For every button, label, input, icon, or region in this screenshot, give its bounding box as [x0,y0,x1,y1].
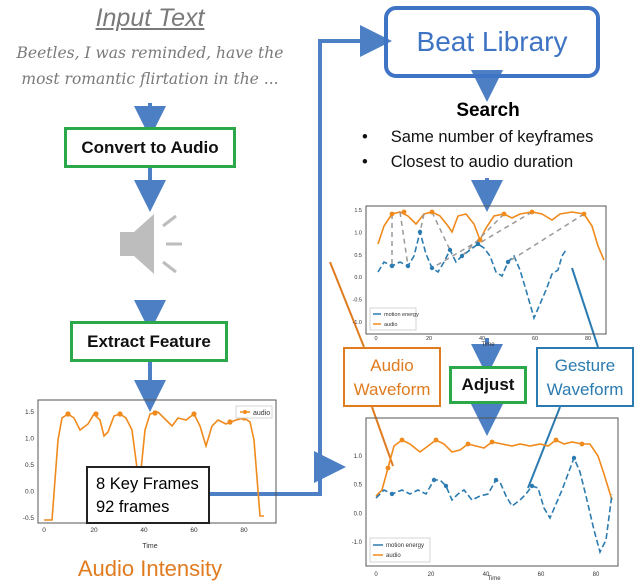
chart3-xlabel: Time [487,576,501,582]
beat-library-label: Beat Library [416,26,568,57]
chart1-audio-line [44,411,264,521]
x-tick-label: 80 [593,572,600,578]
frames-count: 92 frames [96,498,170,516]
chart3-legend-motion: motion energy [386,543,424,549]
extract-feature-box: Extract Feature [70,321,228,362]
input-text-line-2: most romantic flirtation in the ... [21,70,279,88]
chart1-keyframes [65,410,247,473]
beat-library-box: Beat Library [384,6,600,78]
x-tick-label: 40 [479,336,485,342]
search-item-2: • Closest to audio duration [362,153,574,171]
chart2-y-ticks: 1.5 1.0 0.5 0.0 -0.5 -1.0 [353,208,362,326]
search-item-1: • Same number of keyframes [362,128,594,146]
keyframes-box: 8 Key Frames 92 frames [86,466,210,524]
y-tick-label: 1.5 [354,208,362,214]
chart2-legend-motion: motion energy [384,312,419,318]
y-tick-label: 0.5 [25,462,34,469]
y-tick-label: 0.5 [354,483,363,489]
y-tick-label: 1.0 [354,230,362,236]
audio-pointer-line-top [329,261,365,348]
chart2-legend-audio: audio [384,322,397,328]
x-tick-label: 60 [190,527,198,534]
x-tick-label: 20 [428,572,435,578]
audio-intensity-label: Audio Intensity [77,556,223,581]
y-tick-label: 0.5 [354,253,362,259]
search-result-chart: 1.5 1.0 0.5 0.0 -0.5 -1.0 0 20 40 60 80 motion en… [353,205,607,348]
chart2-legend [369,307,417,331]
keyframes-count: 8 Key Frames [96,475,199,493]
chart3-legend [369,537,431,563]
x-tick-label: 80 [240,527,248,534]
y-tick-label: -0.5 [23,515,35,522]
y-tick-label: 1.5 [25,409,34,416]
y-tick-label: 1.0 [354,454,363,460]
y-tick-label: -1.0 [352,540,363,546]
gesture-pointer-line [527,406,561,489]
adjust-box: Adjust [449,366,527,404]
x-tick-label: 40 [140,527,148,534]
speaker-icon [120,214,182,274]
adjust-label: Adjust [461,375,515,394]
x-tick-label: 60 [538,572,545,578]
chart1-x-ticks: 0 20 40 60 80 [42,527,248,534]
y-tick-label: -0.5 [353,298,362,304]
x-tick-label: 40 [483,572,490,578]
y-tick-label: 1.0 [25,436,34,443]
y-tick-label: 0.0 [354,511,363,517]
x-tick-label: 20 [90,527,98,534]
x-tick-label: 60 [532,336,538,342]
x-tick-label: 0 [374,572,378,578]
search-title: Search [456,100,520,121]
chart2-x-ticks: 0 20 40 60 80 [374,336,591,342]
chart2-xlabel: Time [481,342,495,348]
chart3-legend-audio: audio [386,553,401,559]
y-tick-label: 0.0 [25,489,34,496]
chart1-xlabel: Time [142,543,157,550]
chart3-audio-line [375,439,613,501]
y-tick-label: -1.0 [353,320,362,326]
x-tick-label: 20 [426,336,432,342]
convert-to-audio-box: Convert to Audio [64,127,236,168]
x-tick-label: 80 [585,336,591,342]
x-tick-label: 0 [374,336,377,342]
y-tick-label: 0.0 [354,275,362,281]
arrow-keyframes-to-adjusted [210,451,346,496]
adjusted-chart: 1.0 0.5 0.0 -1.0 0 20 40 60 80 motion energy au… [352,417,619,582]
input-text-body: Beetles, I was reminded, have the most r… [0,40,300,92]
input-text-title: Input Text [95,4,205,32]
arrow-to-beat-library [318,25,392,467]
chart1-legend-audio: audio [253,410,270,417]
chart3-y-ticks: 1.0 0.5 0.0 -1.0 [352,454,363,546]
chart1-y-ticks: 1.5 1.0 0.5 0.0 -0.5 [23,409,35,522]
convert-to-audio-label: Convert to Audio [81,137,219,157]
chart1-legend [235,405,273,419]
chart2-match-lines [391,211,585,269]
audio-pointer-line [371,406,394,467]
chart2-motion-line [377,228,567,321]
input-text-line-1: Beetles, I was reminded, have the [16,44,284,62]
chart3-x-ticks: 0 20 40 60 80 [374,572,600,578]
x-tick-label: 0 [42,527,46,534]
chart3-motion-line [375,455,613,555]
chart3-frame [365,417,619,567]
extract-feature-label: Extract Feature [87,331,211,351]
chart2-frame [365,205,607,335]
